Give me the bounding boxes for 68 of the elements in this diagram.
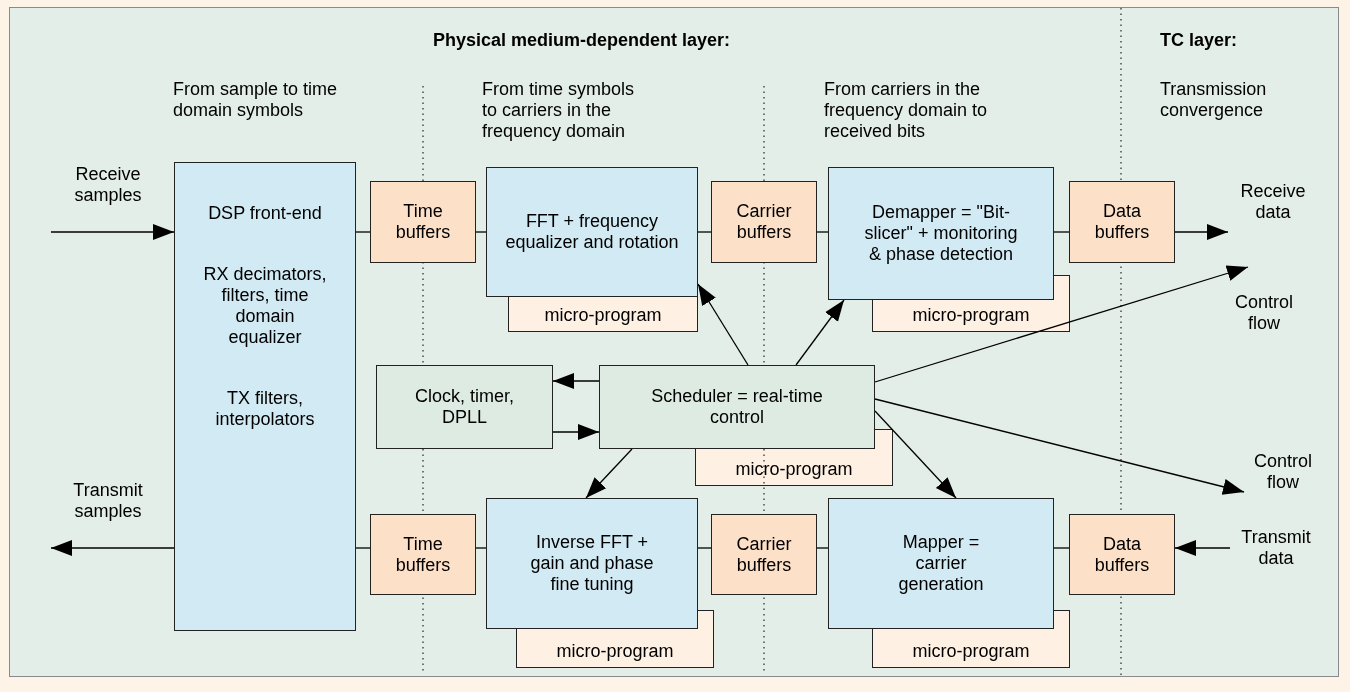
connector-line (355, 231, 371, 233)
signal-label: Control flow (1253, 451, 1313, 493)
box-label: Mapper = carrier generation (897, 532, 985, 595)
box-label: Inverse FFT + gain and phase fine tuning (529, 532, 655, 595)
signal-label: Transmit samples (72, 480, 144, 522)
box-label: DSP front-end (208, 203, 322, 224)
buffer-box (1069, 514, 1175, 595)
micro-program-box (508, 296, 698, 332)
connector-line (816, 231, 829, 233)
box-label: Clock, timer, DPLL (414, 386, 515, 428)
connector-line (697, 547, 712, 549)
process-box (828, 167, 1054, 300)
arrow (50, 540, 175, 556)
signal-label: Receive samples (73, 164, 143, 206)
box-label: Demapper = "Bit-slicer" + monitoring & phase detection (863, 202, 1019, 265)
buffer-box (711, 181, 817, 263)
box-label: Scheduler = real-time control (650, 386, 824, 428)
box-label: micro-program (556, 641, 674, 662)
column-heading: From carriers in the frequency domain to received bits (824, 79, 989, 142)
arrow (874, 265, 1249, 383)
layer-heading: Physical medium-dependent layer: (433, 30, 732, 51)
connector-line (1053, 547, 1070, 549)
arrow (1174, 224, 1229, 240)
connector-line (475, 547, 487, 549)
connector-line (355, 547, 371, 549)
process-box (174, 162, 356, 631)
connector-line (697, 231, 712, 233)
column-heading: From time symbols to carriers in the frequency domain (482, 79, 635, 142)
box-label: micro-program (735, 459, 853, 480)
process-box (828, 498, 1054, 629)
signal-label: Receive data (1239, 181, 1307, 223)
box-label: RX decimators, filters, time domain equalizer (202, 264, 328, 348)
arrow (552, 424, 600, 440)
box-label: Carrier buffers (735, 201, 793, 243)
connector-line (475, 231, 487, 233)
arrow (874, 410, 957, 499)
signal-label: Control flow (1234, 292, 1294, 334)
arrow (795, 299, 845, 366)
arrow (874, 398, 1245, 495)
buffer-box (370, 181, 476, 263)
buffer-box (1069, 181, 1175, 263)
process-box (486, 498, 698, 629)
layer-heading: TC layer: (1160, 30, 1239, 51)
signal-label: Transmit data (1240, 527, 1312, 569)
box-label: FFT + frequency equalizer and rotation (504, 211, 680, 253)
box-label: micro-program (544, 305, 662, 326)
column-heading: Transmission convergence (1160, 79, 1268, 121)
box-label: TX filters, interpolators (214, 388, 316, 430)
arrow (50, 224, 175, 240)
control-box (376, 365, 553, 449)
arrow (697, 283, 749, 366)
box-label: Time buffers (394, 201, 452, 243)
box-label: Carrier buffers (735, 533, 793, 576)
buffer-box (370, 514, 476, 595)
box-label: Data buffers (1093, 201, 1151, 243)
connector-line (816, 547, 829, 549)
control-box (599, 365, 875, 449)
process-box (486, 167, 698, 297)
box-label: micro-program (912, 641, 1030, 662)
arrow (585, 448, 633, 499)
box-label: Time buffers (394, 533, 452, 576)
column-heading: From sample to time domain symbols (173, 79, 338, 121)
connector-line (1053, 231, 1070, 233)
box-label: Data buffers (1093, 533, 1151, 576)
arrow (1174, 540, 1231, 556)
buffer-box (711, 514, 817, 595)
box-label: micro-program (912, 305, 1030, 326)
arrow (552, 373, 600, 389)
